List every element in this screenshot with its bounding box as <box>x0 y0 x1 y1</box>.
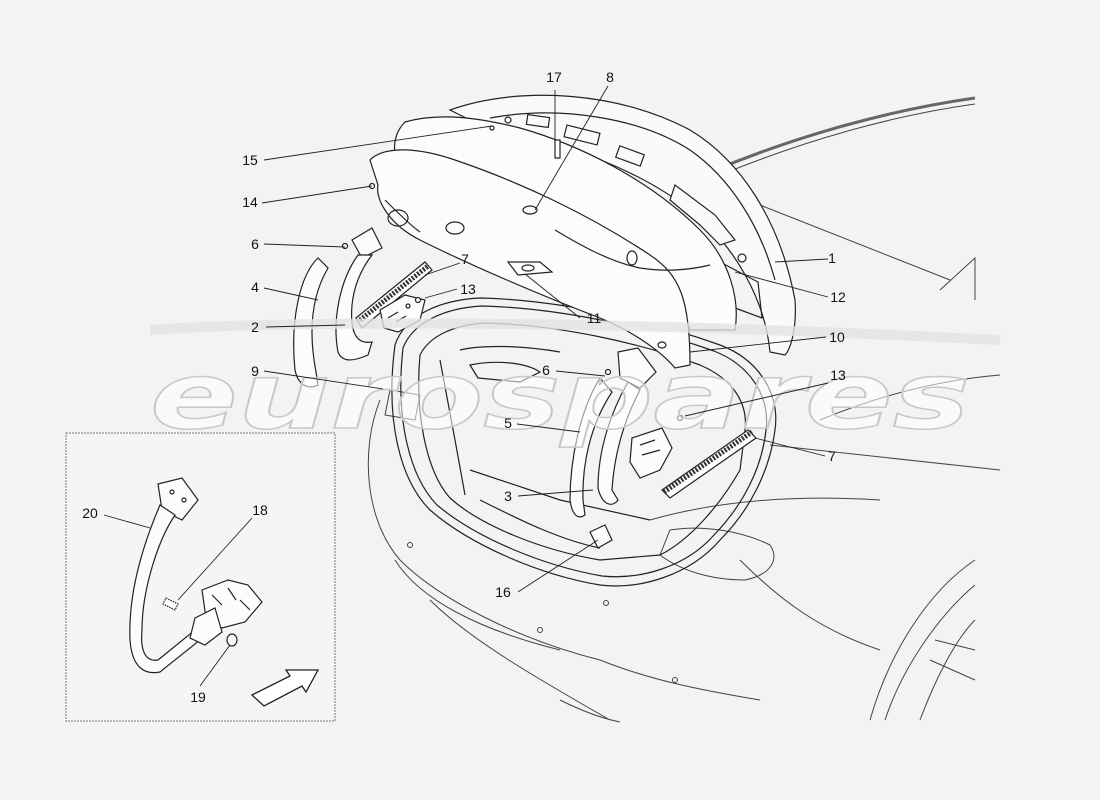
inset-detail-box <box>65 432 336 722</box>
callout-1: 1 <box>828 250 836 266</box>
callout-14: 14 <box>242 194 258 210</box>
leader-lines <box>103 85 829 687</box>
callout-13-right: 13 <box>830 367 846 383</box>
right-hinge-assembly <box>569 347 757 549</box>
callout-13-left: 13 <box>460 281 476 297</box>
callout-12: 12 <box>830 289 846 305</box>
callout-10: 10 <box>829 329 845 345</box>
callout-7-left: 7 <box>461 251 469 267</box>
callout-20: 20 <box>82 505 98 521</box>
callout-7-right: 7 <box>828 448 836 464</box>
callout-8: 8 <box>606 69 614 85</box>
callout-3: 3 <box>504 488 512 504</box>
callout-labels: 1 2 3 4 5 6 6 7 7 8 9 10 11 12 13 13 14 … <box>82 69 846 705</box>
callout-5: 5 <box>504 415 512 431</box>
callout-9: 9 <box>251 363 259 379</box>
callout-6-right: 6 <box>542 362 550 378</box>
callout-4: 4 <box>251 279 259 295</box>
callout-11: 11 <box>587 310 602 326</box>
callout-16: 16 <box>495 584 511 600</box>
callout-18: 18 <box>252 502 268 518</box>
callout-15: 15 <box>242 152 258 168</box>
view-direction-arrow-icon <box>250 669 320 707</box>
callout-2: 2 <box>251 319 259 335</box>
callout-17: 17 <box>546 69 562 85</box>
callout-19: 19 <box>190 689 206 705</box>
trunk-lid <box>448 94 796 356</box>
callout-6-left: 6 <box>251 236 259 252</box>
car-body-outline <box>367 96 1001 723</box>
